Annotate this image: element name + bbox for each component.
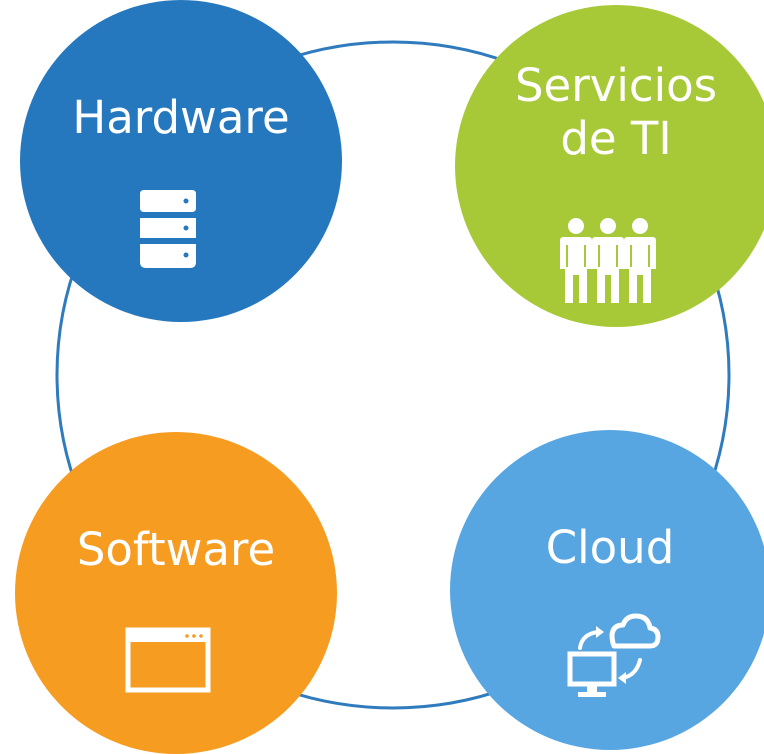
database-server-icon — [140, 190, 196, 268]
hardware-circle: Hardware — [20, 0, 342, 322]
software-label: Software — [15, 523, 337, 577]
hardware-label-text: Hardware — [72, 91, 290, 144]
it-services-label-line2: de TI — [560, 111, 672, 165]
cloud-sync-monitor-icon — [567, 613, 661, 697]
software-label-text: Software — [76, 523, 276, 576]
cloud-circle: Cloud — [450, 430, 764, 750]
software-circle: Software — [15, 432, 337, 754]
it-services-label-line1: Servicios — [514, 59, 718, 112]
cloud-label-text: Cloud — [545, 521, 675, 574]
browser-window-icon — [125, 627, 211, 693]
hardware-label: Hardware — [20, 91, 342, 145]
it-services-circle: Servicios de TI — [455, 5, 764, 327]
cloud-label: Cloud — [450, 521, 764, 575]
people-group-icon — [560, 218, 656, 303]
it-services-label: Servicios de TI — [455, 59, 764, 165]
